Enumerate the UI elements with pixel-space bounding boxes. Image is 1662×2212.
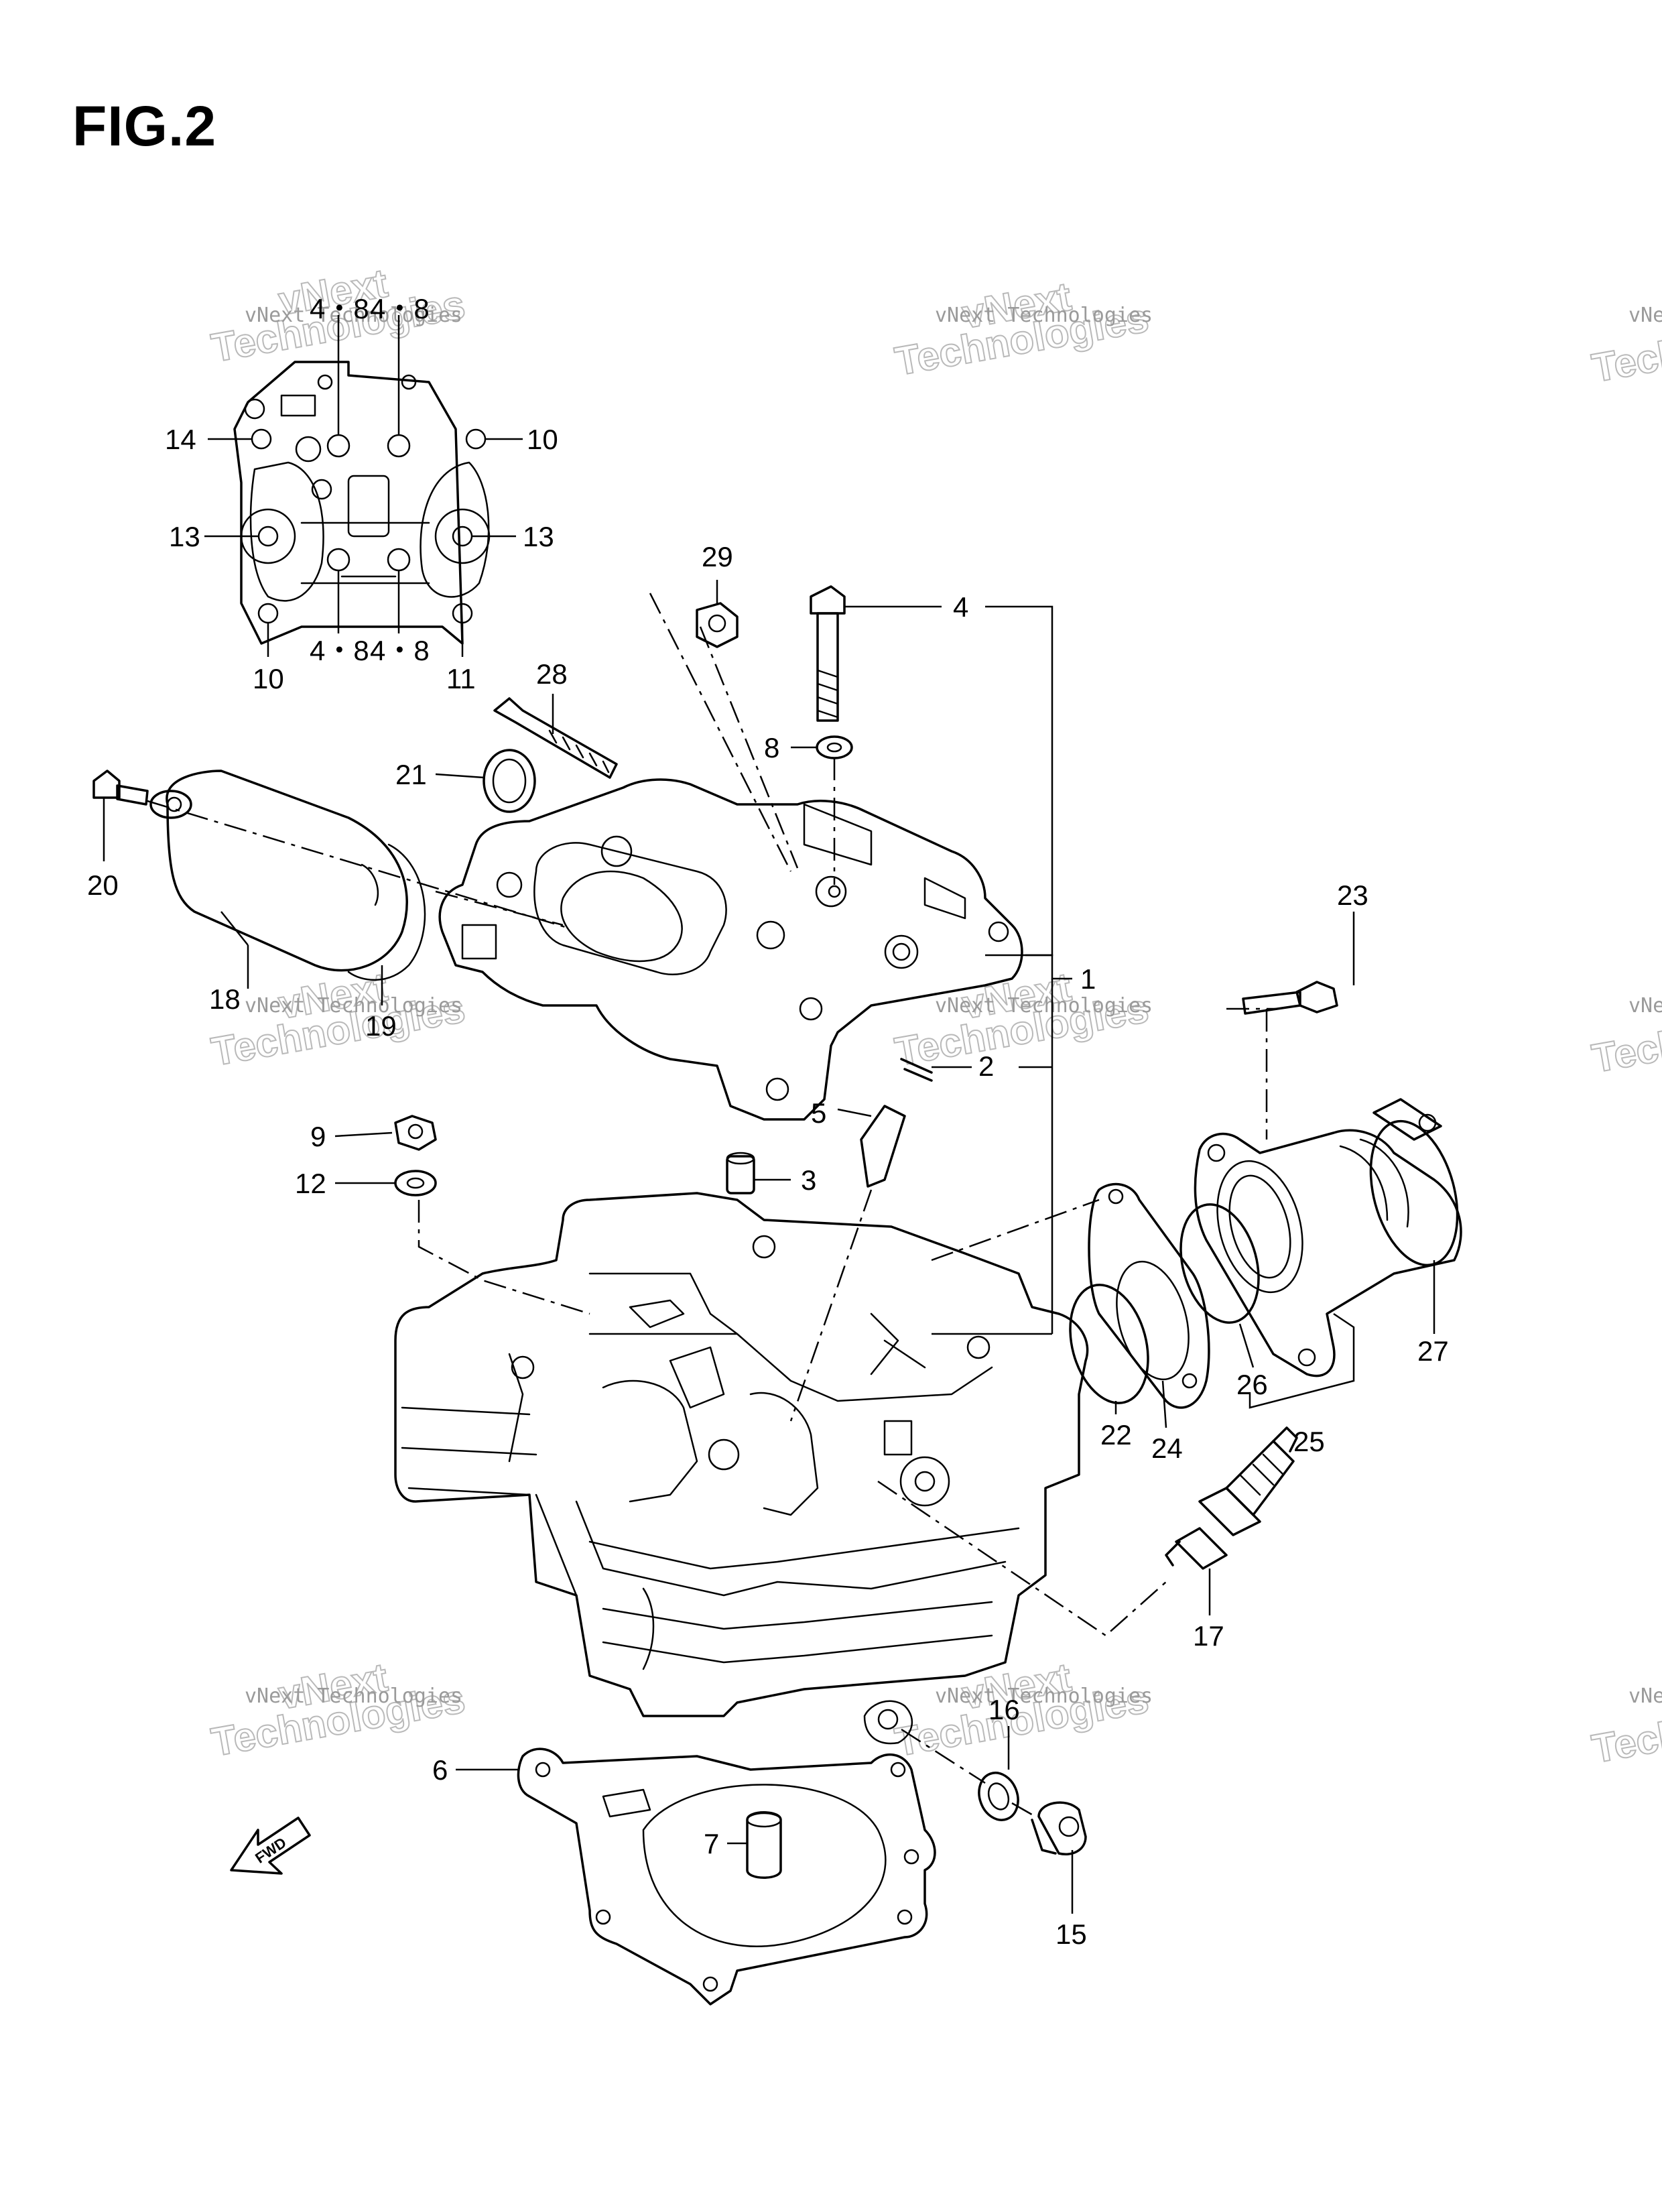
callout-14: 14 (165, 424, 196, 455)
callout-10-bottom-left: 10 (253, 663, 284, 694)
callout-25: 25 (1293, 1426, 1325, 1457)
svg-text:vNext Technologies: vNext Technologies (245, 304, 462, 327)
callout-12: 12 (295, 1168, 326, 1199)
watermark-top-right: Technologies vNext Technologies (1588, 301, 1662, 391)
callout-8: 8 (764, 732, 779, 763)
callout-4-8-top-right: 4・8 (370, 293, 430, 324)
nut-9 (394, 1115, 437, 1151)
callout-7: 7 (704, 1828, 719, 1859)
callout-19: 19 (365, 1010, 397, 1042)
watermark-bottom-right: Technologies vNext Technologies (1588, 1682, 1662, 1772)
callout-20: 20 (87, 869, 119, 901)
cylinder-head-cover-bolt (493, 697, 618, 779)
o-ring-26 (1179, 1203, 1260, 1324)
dowel-7 (746, 1811, 782, 1879)
cylinder-head (394, 1192, 1089, 1745)
callout-27: 27 (1417, 1335, 1449, 1367)
bolt-23 (1242, 981, 1338, 1015)
callout-9: 9 (310, 1121, 326, 1152)
callout-15: 15 (1056, 1918, 1087, 1950)
callout-5: 5 (811, 1097, 826, 1129)
callout-24: 24 (1151, 1432, 1183, 1464)
svg-text:vNext Technologies: vNext Technologies (1628, 304, 1662, 327)
callout-11: 11 (446, 663, 476, 694)
nut-29 (696, 602, 739, 648)
head-gasket-6 (517, 1747, 936, 2006)
gasket-19 (347, 843, 426, 981)
dowel-3 (726, 1152, 755, 1194)
chain-guide-5 (860, 1105, 906, 1188)
callout-13-right: 13 (523, 521, 554, 552)
watermark-mid-right: Technologies vNext Technologies (1588, 991, 1662, 1081)
svg-text:vNext Technologies: vNext Technologies (245, 1684, 462, 1708)
oil-seal-21 (483, 749, 536, 813)
forward-direction-arrow: FWD (230, 1817, 311, 1875)
o-ring-2 (900, 1058, 933, 1082)
callout-4-8-bottom-left: 4・8 (310, 635, 369, 666)
callout-6: 6 (432, 1754, 448, 1786)
svg-text:vNext Technologies: vNext Technologies (245, 994, 462, 1018)
callout-4-8-bottom-right: 4・8 (370, 635, 430, 666)
insulator-24 (1088, 1182, 1210, 1409)
bolt-pattern-inset (233, 361, 491, 645)
callout-22: 22 (1100, 1419, 1132, 1451)
washer-8 (816, 735, 853, 759)
washer-12 (394, 1170, 437, 1196)
callout-26: 26 (1236, 1369, 1268, 1400)
leader-lines (103, 315, 1435, 1914)
clamp-27 (1369, 1098, 1459, 1267)
watermarks: Technologies vNext vNext Technologies Te… (208, 259, 1662, 1772)
svg-text:vNext Technologies: vNext Technologies (935, 304, 1153, 327)
washer-16 (978, 1772, 1019, 1821)
callout-17: 17 (1193, 1620, 1224, 1652)
assembly-center-lines (147, 593, 1277, 1818)
intake-pipe-gasket-22 (1069, 1284, 1149, 1404)
callout-4: 4 (953, 591, 968, 623)
svg-text:vNext Technologies: vNext Technologies (935, 994, 1153, 1018)
cylinder-head-cover (438, 778, 1023, 1121)
callout-1: 1 (1080, 963, 1096, 995)
plug-bolt-15 (1031, 1801, 1087, 1855)
callout-labels: 4・8 4・8 14 10 13 13 4・8 4・8 10 11 29 4 2… (87, 293, 1449, 1950)
watermark-bottom-left: Technologies vNext vNext Technologies (208, 1654, 469, 1765)
spark-plug-17 (1165, 1426, 1298, 1570)
bolt-4 (810, 585, 846, 722)
figure-title: FIG.2 (72, 95, 217, 158)
svg-text:vNext Technologies: vNext Technologies (1628, 1684, 1662, 1708)
callout-16: 16 (988, 1694, 1020, 1725)
svg-text:vNext Technologies: vNext Technologies (935, 1684, 1153, 1708)
svg-text:vNext Technologies: vNext Technologies (1628, 994, 1662, 1018)
callout-29: 29 (702, 541, 733, 572)
tappet-cover-18 (149, 770, 408, 972)
callout-13-left: 13 (169, 521, 200, 552)
intake-pipe-25 (1194, 1129, 1462, 1377)
watermark-bottom-mid: Technologies vNext vNext Technologies (891, 1654, 1153, 1765)
callout-21: 21 (395, 759, 427, 790)
watermark-mid-mid: Technologies vNext vNext Technologies (891, 963, 1153, 1074)
watermark-top-mid: Technologies vNext vNext Technologies (891, 273, 1153, 384)
callout-28: 28 (536, 658, 568, 690)
callout-2: 2 (978, 1050, 994, 1082)
callout-18: 18 (209, 983, 241, 1015)
callout-3: 3 (801, 1164, 816, 1196)
callout-4-8-top-left: 4・8 (310, 293, 369, 324)
bolt-20 (92, 770, 149, 806)
callout-23: 23 (1337, 879, 1368, 911)
callout-10-top-right: 10 (527, 424, 558, 455)
